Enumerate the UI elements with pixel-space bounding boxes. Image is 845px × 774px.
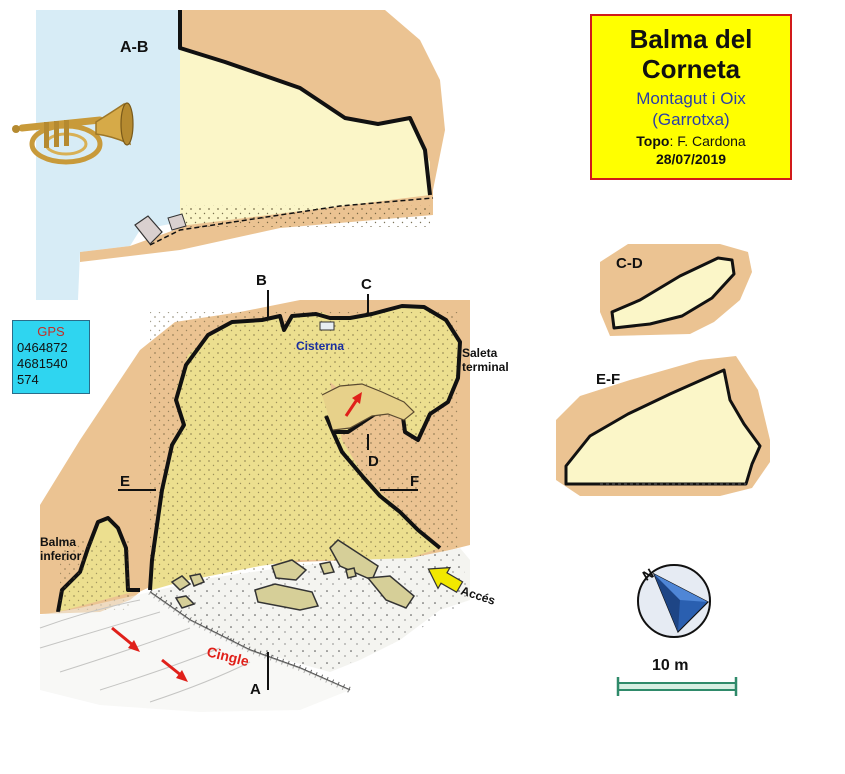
label-f: F — [410, 473, 419, 490]
label-a: A — [250, 681, 261, 698]
topo-label: Topo — [636, 133, 670, 149]
label-e: E — [120, 473, 130, 490]
label-d: D — [368, 453, 379, 470]
cave-ab-roof-line — [178, 10, 432, 196]
label-cisterna: Cisterna — [296, 339, 344, 353]
block-ab-1 — [134, 215, 163, 245]
block-ab-2 — [167, 213, 187, 231]
red-arrow-slope-2 — [161, 658, 183, 678]
boulders — [170, 539, 415, 611]
label-acces: Accés — [459, 584, 497, 608]
cave-ab-interior — [180, 48, 430, 226]
section-ef: E-F — [556, 356, 770, 496]
label-b: B — [256, 272, 267, 289]
title-box: Balma del Corneta Montagut i Oix (Garrot… — [590, 14, 792, 180]
plan-view: A B C D E F Cisterna Saleta terminal Bal… — [39, 272, 509, 712]
north-compass: N — [637, 564, 711, 638]
label-saleta-1: Saleta — [462, 346, 498, 360]
section-cd-label: C-D — [616, 255, 643, 272]
section-ef-label: E-F — [596, 371, 620, 388]
red-arrow-slope-1 — [111, 626, 135, 648]
place-name: Montagut i Oix — [636, 89, 746, 108]
trumpet-icon — [12, 102, 134, 165]
scale-bar-line — [617, 682, 737, 691]
acces-arrow — [427, 566, 464, 594]
gps-altitude: 574 — [17, 372, 39, 387]
label-balma-1: Balma — [40, 535, 76, 549]
topo-credit: Topo: F. Cardona — [592, 132, 790, 150]
region-name: (Garrotxa) — [652, 110, 730, 129]
section-cd: C-D — [600, 244, 752, 336]
label-balma-2: inferior — [40, 549, 82, 563]
scale-bar: 10 m — [616, 657, 738, 696]
topo-author: : F. Cardona — [669, 133, 746, 149]
scale-label: 10 m — [652, 657, 688, 674]
gps-label: GPS — [37, 324, 65, 339]
gps-x: 0464872 — [17, 340, 68, 355]
section-ab: A-B — [36, 10, 445, 300]
cave-name-line2: Corneta — [641, 54, 741, 84]
cave-ef — [564, 368, 762, 486]
cave-cd — [610, 256, 736, 330]
section-ab-label: A-B — [120, 39, 148, 56]
saleta-chamber — [321, 383, 415, 431]
gps-y: 4681540 — [17, 356, 68, 371]
label-saleta-2: terminal — [462, 360, 509, 374]
cave-name-line1: Balma del — [629, 24, 753, 54]
gps-box: GPS 0464872 4681540 574 — [12, 320, 90, 394]
label-c: C — [361, 276, 372, 293]
slope-area — [40, 592, 350, 712]
survey-date: 28/07/2019 — [655, 151, 727, 167]
cisterna-marker — [319, 321, 335, 331]
